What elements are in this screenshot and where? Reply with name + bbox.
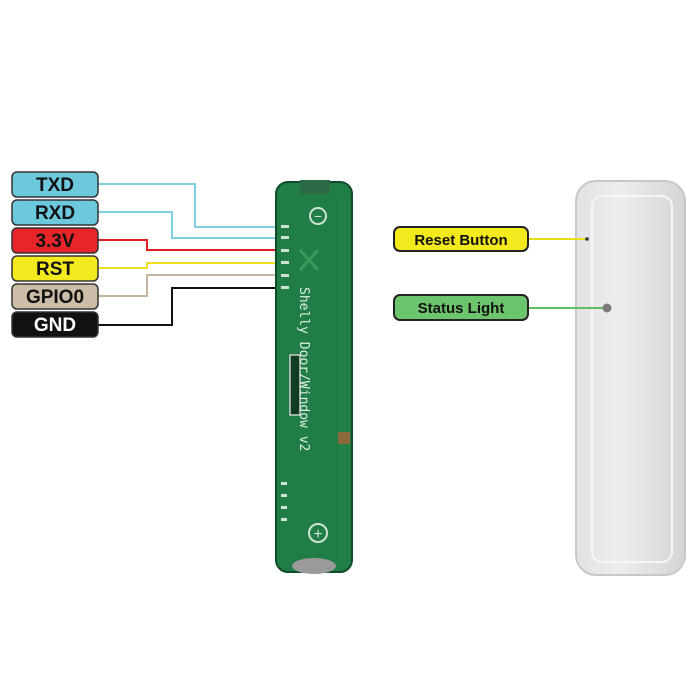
reset-button-hole [585,237,589,241]
status-light-label-box [393,294,529,321]
pin-box [11,255,99,282]
reset-button-callout: Reset Button [393,226,585,252]
device-enclosure [575,180,686,576]
reset-button-label-box [393,226,529,252]
status-light-label: Status Light [418,300,505,317]
pin-box [11,227,99,254]
minus-terminal-icon [309,207,327,225]
wire-gpio0 [98,274,280,297]
pin-box [11,171,99,198]
pin-label: 3.3V [35,231,74,252]
wire-rxd [98,211,280,239]
pcb-label: Shelly Door/Window v2 [296,287,311,451]
plus-sign: + [313,526,322,543]
wire-rst [98,262,280,269]
pin-label: GND [34,315,76,336]
pin-label: RXD [35,203,75,224]
wire-33v [98,239,280,251]
status-light-callout: Status Light [393,294,603,321]
pin-box [11,311,99,338]
minus-sign: − [314,208,322,224]
pin-box [11,199,99,226]
plus-terminal-icon [308,523,328,543]
wire-gnd [98,287,280,326]
wire-txd [98,183,280,228]
wires [98,183,280,326]
reset-button-label: Reset Button [414,232,507,249]
pin-box [11,283,99,310]
status-light-led [602,303,612,313]
pin-label: GPIO0 [26,287,84,308]
pin-label: TXD [36,175,74,196]
pin-label: RST [36,259,74,280]
pcb-board: − + Shelly Door/Window v2 [275,180,353,574]
